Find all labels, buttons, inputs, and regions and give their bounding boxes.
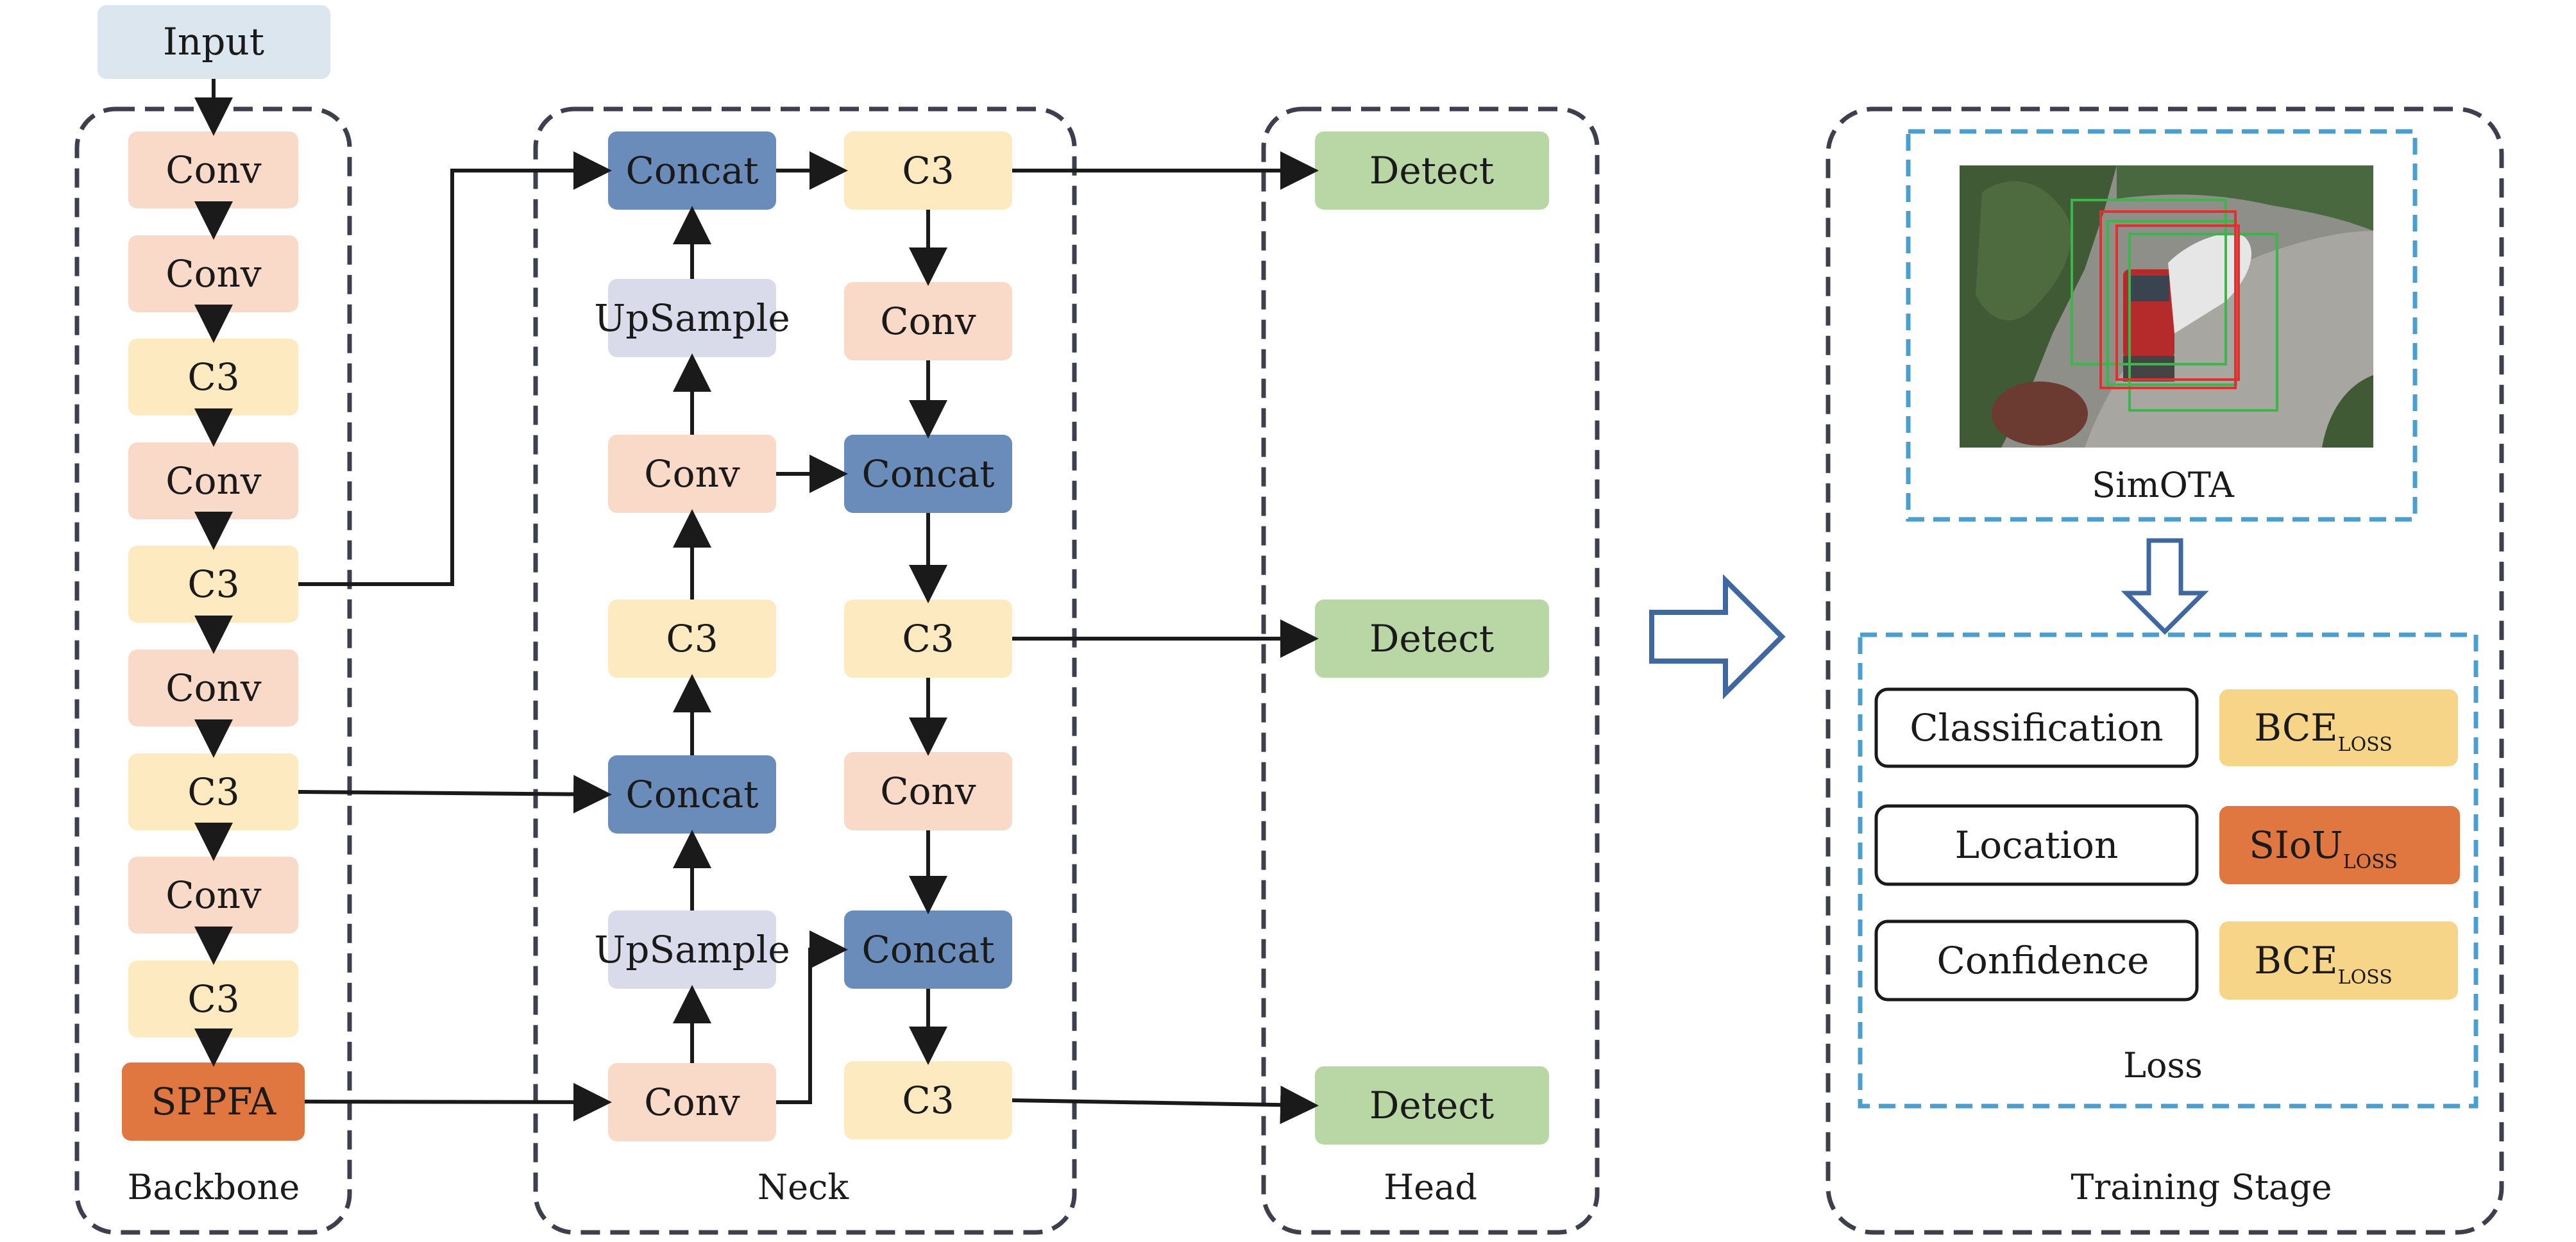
- neck-left-column: Concat UpSample Conv C3 Concat UpSample …: [594, 131, 790, 1141]
- svg-text:C3: C3: [187, 562, 239, 606]
- neck-right-column: C3 Conv Concat C3 Conv Concat C3: [844, 131, 1012, 1139]
- loss-row-location: Location SIoULOSS: [1874, 804, 2460, 886]
- backbone-conv-2: Conv: [128, 235, 298, 312]
- loss-label: Loss: [2123, 1045, 2203, 1086]
- neck-concat-right-bottom: Concat: [844, 911, 1012, 989]
- neck-upsample-bottom: UpSample: [594, 911, 790, 989]
- simota-panel: [1906, 129, 2418, 522]
- task-location: Location: [1955, 823, 2119, 867]
- head-detect-1: Detect: [1315, 131, 1549, 210]
- svg-text:SPPFA: SPPFA: [151, 1080, 277, 1123]
- svg-text:Concat: Concat: [625, 773, 758, 816]
- big-right-arrow-icon: [1649, 574, 1786, 700]
- neck-c3-left: C3: [608, 600, 776, 678]
- loss-bce-1: BCELOSS: [2254, 706, 2393, 756]
- head-blocks: Detect Detect Detect: [1315, 131, 1549, 1145]
- hollow-down-arrow-icon: [2121, 538, 2209, 635]
- truck-shape: [2123, 233, 2251, 382]
- backbone-c3-4: C3: [128, 961, 298, 1037]
- head-group: [1261, 106, 1600, 1235]
- svg-text:Concat: Concat: [861, 452, 994, 496]
- neck-title: Neck: [758, 1167, 849, 1207]
- backbone-blocks: Conv Conv C3 Conv C3 Conv C3 Conv C3 SPP…: [122, 131, 305, 1141]
- neck-conv-right-top: Conv: [844, 282, 1012, 360]
- neck-c3-right-bottom: C3: [844, 1061, 1012, 1139]
- head-detect-2: Detect: [1315, 600, 1549, 678]
- svg-text:C3: C3: [902, 149, 954, 192]
- svg-text:UpSample: UpSample: [594, 296, 790, 340]
- svg-text:Detect: Detect: [1369, 1084, 1494, 1127]
- svg-text:C3: C3: [187, 770, 239, 814]
- simota-label: SimOTA: [2092, 465, 2235, 505]
- neck-c3-right-top: C3: [844, 131, 1012, 210]
- svg-text:Detect: Detect: [1369, 617, 1494, 660]
- backbone-conv-1: Conv: [128, 131, 298, 208]
- neck-concat-right-top: Concat: [844, 435, 1012, 513]
- svg-text:C3: C3: [902, 617, 954, 660]
- loss-bce-2: BCELOSS: [2254, 939, 2393, 989]
- neck-group: [533, 106, 1077, 1235]
- input-label: Input: [163, 20, 264, 63]
- backbone-c3-2: C3: [128, 546, 298, 623]
- svg-text:C3: C3: [666, 617, 718, 660]
- task-confidence: Confidence: [1937, 939, 2149, 982]
- backbone-conv-4: Conv: [128, 650, 298, 726]
- svg-text:Conv: Conv: [165, 148, 262, 192]
- svg-text:Conv: Conv: [880, 769, 976, 813]
- svg-text:Concat: Concat: [625, 149, 758, 192]
- backbone-c3-1: C3: [128, 339, 298, 415]
- svg-text:Detect: Detect: [1369, 149, 1494, 192]
- svg-text:C3: C3: [187, 977, 239, 1021]
- neck-c3-right-mid: C3: [844, 600, 1012, 678]
- head-title: Head: [1384, 1167, 1477, 1207]
- svg-text:Conv: Conv: [644, 452, 740, 496]
- neck-conv-left-bottom: Conv: [608, 1063, 776, 1141]
- simota-detection-image: [1960, 165, 2373, 448]
- neck-concat-top: Concat: [608, 131, 776, 210]
- training-title: Training Stage: [2071, 1167, 2332, 1207]
- backbone-c3-3: C3: [128, 753, 298, 830]
- task-classification: Classification: [1910, 706, 2163, 750]
- backbone-sppfa: SPPFA: [122, 1062, 305, 1141]
- svg-text:Conv: Conv: [165, 873, 262, 917]
- neck-upsample-top: UpSample: [594, 279, 790, 357]
- svg-text:Concat: Concat: [861, 928, 994, 971]
- loss-row-classification: Classification BCELOSS: [1874, 687, 2458, 768]
- neck-conv-right-mid: Conv: [844, 752, 1012, 830]
- neck-concat-mid-left: Concat: [608, 755, 776, 834]
- head-detect-3: Detect: [1315, 1066, 1549, 1145]
- neck-arrows: [673, 151, 947, 1104]
- loss-siou: SIoULOSS: [2249, 823, 2398, 873]
- svg-text:C3: C3: [902, 1078, 954, 1122]
- svg-text:C3: C3: [187, 355, 239, 399]
- backbone-conv-5: Conv: [128, 857, 298, 934]
- neck-head-connectors: [1012, 151, 1319, 1125]
- svg-text:Conv: Conv: [644, 1080, 740, 1124]
- svg-text:Conv: Conv: [880, 299, 976, 343]
- svg-text:Conv: Conv: [165, 252, 262, 296]
- training-group: [1826, 106, 2504, 1235]
- loss-row-confidence: Confidence BCELOSS: [1874, 919, 2458, 1002]
- svg-text:Conv: Conv: [165, 666, 262, 710]
- backbone-title: Backbone: [128, 1167, 300, 1207]
- backbone-conv-3: Conv: [128, 442, 298, 519]
- backbone-neck-connectors: [298, 151, 612, 1121]
- svg-text:Conv: Conv: [165, 459, 262, 503]
- input-block: Input: [97, 5, 330, 79]
- neck-conv-left-top: Conv: [608, 435, 776, 513]
- loss-panel: [1858, 632, 2479, 1109]
- svg-text:UpSample: UpSample: [594, 928, 790, 971]
